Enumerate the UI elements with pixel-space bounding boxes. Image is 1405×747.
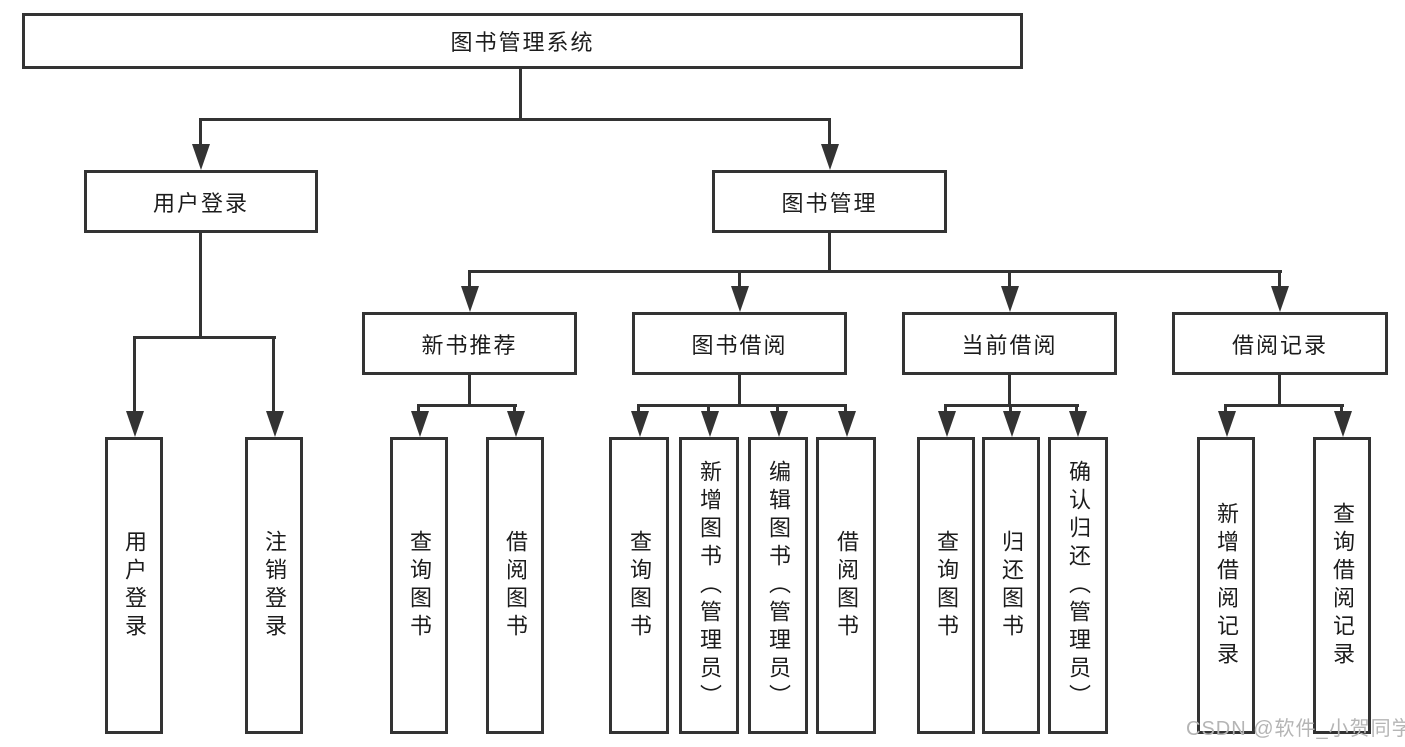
connector-line <box>738 273 741 290</box>
node-new-book-recommend: 新书推荐 <box>362 312 577 375</box>
arrowhead <box>411 411 429 437</box>
node-borrowing-records: 借阅记录 <box>1172 312 1388 375</box>
connector-line <box>468 273 471 290</box>
connector-line <box>468 270 1282 273</box>
connector-line <box>828 121 831 148</box>
arrowhead <box>461 286 479 312</box>
leaf-query-books-current-label: 查询图书 <box>934 529 959 642</box>
arrowhead <box>1069 411 1087 437</box>
arrowhead <box>266 411 284 437</box>
arrowhead <box>821 144 839 170</box>
leaf-add-borrow-record: 新增借阅记录 <box>1197 437 1255 734</box>
connector-line <box>944 404 1079 407</box>
arrowhead <box>770 411 788 437</box>
connector-line <box>199 233 202 336</box>
connector-line <box>637 404 847 407</box>
leaf-edit-book-admin-label: 编辑图书（管理员） <box>766 459 791 712</box>
node-new-book-recommend-label: 新书推荐 <box>421 332 518 358</box>
leaf-add-book-admin-label: 新增图书（管理员） <box>697 459 722 712</box>
leaf-confirm-return-admin-label: 确认归还（管理员） <box>1066 459 1091 712</box>
leaf-query-books-borrowing: 查询图书 <box>609 437 669 734</box>
leaf-query-borrow-record: 查询借阅记录 <box>1313 437 1371 734</box>
leaf-borrow-books-recommend: 借阅图书 <box>486 437 544 734</box>
leaf-borrow-books-recommend-label: 借阅图书 <box>503 529 528 642</box>
leaf-query-books-borrowing-label: 查询图书 <box>627 529 652 642</box>
connector-line <box>1224 404 1344 407</box>
arrowhead <box>631 411 649 437</box>
connector-line <box>1008 273 1011 290</box>
leaf-user-login: 用户登录 <box>105 437 163 734</box>
connector-line <box>1278 273 1281 290</box>
node-library-system-label: 图书管理系统 <box>450 30 595 55</box>
leaf-query-books-recommend-label: 查询图书 <box>407 529 432 642</box>
connector-line <box>199 121 202 148</box>
connector-line <box>468 375 471 405</box>
leaf-return-books-label: 归还图书 <box>999 529 1024 642</box>
arrowhead <box>838 411 856 437</box>
connector-line <box>1008 375 1011 405</box>
arrowhead <box>1003 411 1021 437</box>
leaf-borrow-books-label: 借阅图书 <box>834 529 859 642</box>
leaf-logout: 注销登录 <box>245 437 303 734</box>
node-current-borrowing-label: 当前借阅 <box>961 332 1058 358</box>
arrowhead <box>1218 411 1236 437</box>
node-book-management: 图书管理 <box>712 170 947 233</box>
node-book-borrowing-label: 图书借阅 <box>691 332 788 358</box>
leaf-return-books: 归还图书 <box>982 437 1040 734</box>
arrowhead <box>126 411 144 437</box>
arrowhead <box>507 411 525 437</box>
node-current-borrowing: 当前借阅 <box>902 312 1117 375</box>
arrowhead <box>1334 411 1352 437</box>
connector-line <box>133 339 136 413</box>
leaf-user-login-label: 用户登录 <box>122 529 147 642</box>
node-user-login-label: 用户登录 <box>152 190 249 216</box>
watermark-text: CSDN @软件_小贺同学 <box>1186 718 1405 740</box>
connector-line <box>272 339 275 413</box>
arrowhead <box>1001 286 1019 312</box>
leaf-query-books-current: 查询图书 <box>917 437 975 734</box>
connector-line <box>738 375 741 405</box>
arrowhead <box>731 286 749 312</box>
leaf-borrow-books: 借阅图书 <box>816 437 876 734</box>
leaf-edit-book-admin: 编辑图书（管理员） <box>748 437 808 734</box>
leaf-logout-label: 注销登录 <box>262 529 287 642</box>
node-book-management-label: 图书管理 <box>781 190 878 216</box>
arrowhead <box>1271 286 1289 312</box>
node-book-borrowing: 图书借阅 <box>632 312 847 375</box>
connector-line <box>133 336 276 339</box>
leaf-confirm-return-admin: 确认归还（管理员） <box>1048 437 1108 734</box>
leaf-query-borrow-record-label: 查询借阅记录 <box>1330 501 1355 670</box>
arrowhead <box>701 411 719 437</box>
connector-line <box>828 233 831 271</box>
connector-line <box>199 118 831 121</box>
arrowhead <box>938 411 956 437</box>
leaf-add-borrow-record-label: 新增借阅记录 <box>1214 501 1239 670</box>
connector-line <box>417 404 517 407</box>
leaf-query-books-recommend: 查询图书 <box>390 437 448 734</box>
leaf-add-book-admin: 新增图书（管理员） <box>679 437 739 734</box>
node-user-login: 用户登录 <box>84 170 318 233</box>
connector-line <box>519 69 522 119</box>
connector-line <box>1278 375 1281 405</box>
node-borrowing-records-label: 借阅记录 <box>1231 332 1328 358</box>
arrowhead <box>192 144 210 170</box>
node-library-system: 图书管理系统 <box>22 13 1023 69</box>
